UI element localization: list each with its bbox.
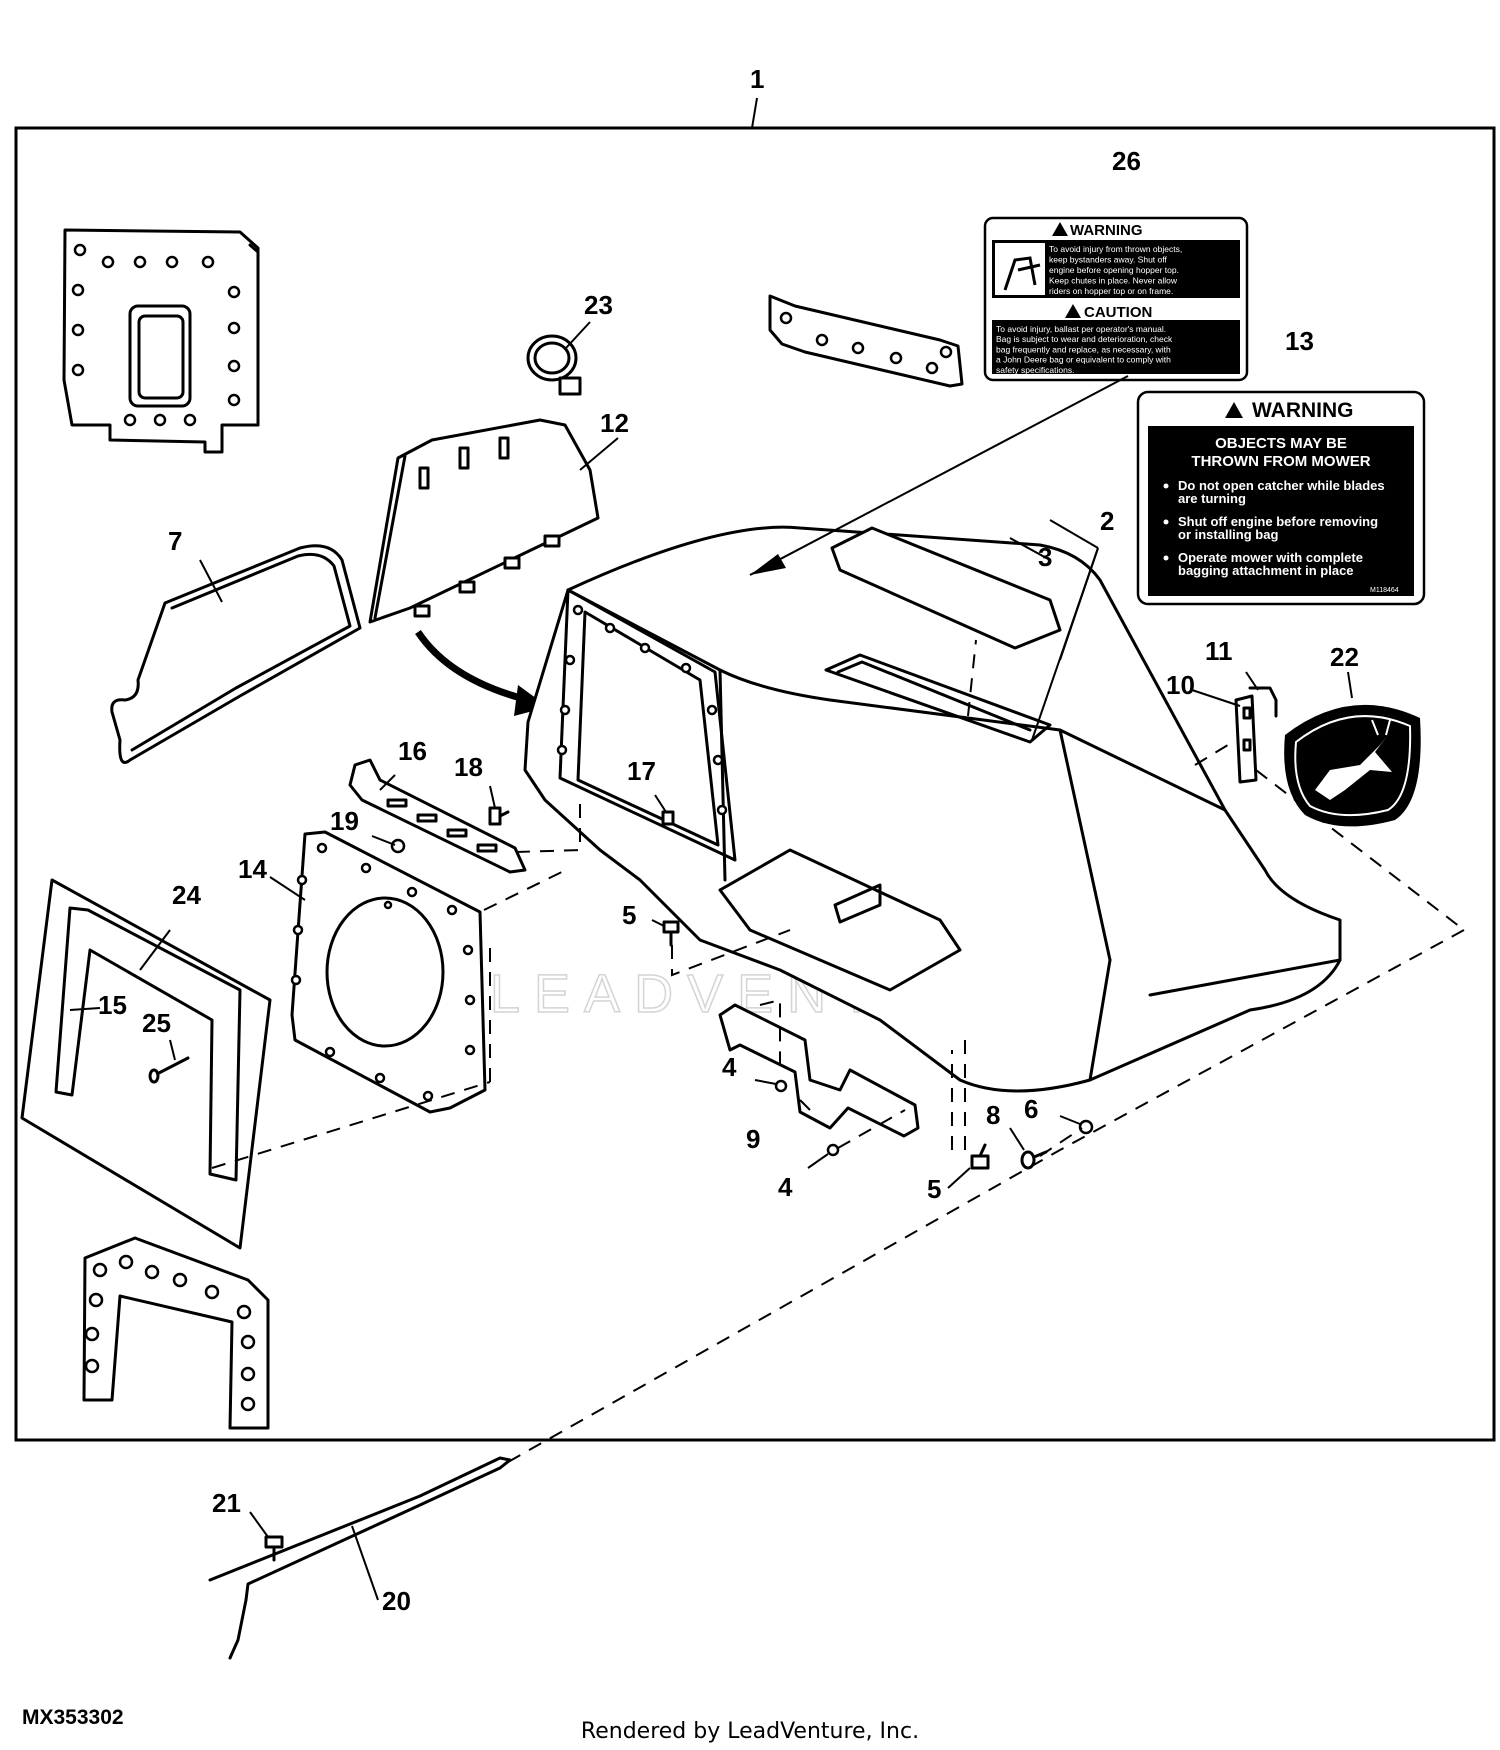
callout-5-upper: 5 [622, 900, 636, 930]
fastener-part-18 [488, 806, 510, 826]
cover-part-3 [830, 526, 1062, 650]
label-13-title-line: OBJECTS MAY BE [1215, 435, 1347, 452]
bracket-part-9 [718, 1003, 920, 1138]
label-13-bullet-dot [1163, 519, 1169, 525]
kit-frame [14, 126, 1496, 1442]
label-26-caution-line: To avoid injury, ballast per operator's … [996, 324, 1166, 334]
bolt-part-5-upper [662, 920, 680, 947]
callout-10: 10 [1166, 670, 1195, 700]
plate-part-14 [290, 830, 487, 1114]
washer-part-19 [390, 838, 406, 854]
fastener-part-21 [264, 1535, 284, 1562]
fastener-part-17 [661, 810, 675, 826]
nut-part-4-lower [826, 1143, 840, 1157]
clip-parts-10-11 [1234, 686, 1278, 784]
footer-credit: Rendered by LeadVenture, Inc. [580, 1719, 920, 1744]
bolt-part-5-lower [970, 1143, 990, 1170]
callout-19: 19 [330, 806, 359, 836]
callout-18: 18 [454, 752, 483, 782]
washer-part-6 [1078, 1119, 1094, 1135]
nut-part-4-upper [774, 1079, 788, 1093]
callout-21: 21 [212, 1488, 241, 1518]
callout-20: 20 [382, 1586, 411, 1616]
upper-gasket-panel [62, 228, 260, 454]
callout-24: 24 [172, 880, 201, 910]
label-13-bullet-line: bagging attachment in place [1178, 563, 1354, 578]
label-13-title-line: THROWN FROM MOWER [1191, 453, 1370, 470]
rod-part-20 [208, 1456, 512, 1660]
label-13-bullet-line: Shut off engine before removing [1178, 514, 1378, 529]
callout-11: 11 [1205, 636, 1233, 666]
callout-6: 6 [1024, 1094, 1038, 1124]
lower-gasket-panel [82, 1236, 270, 1430]
label-26-caution-line: safety specifications. [996, 365, 1074, 375]
callout-14: 14 [238, 854, 267, 884]
callout-4-lower: 4 [778, 1172, 793, 1202]
hopper-top-part-2 [523, 525, 1342, 1093]
label-13-bullet-line: Operate mower with complete [1178, 550, 1363, 565]
callout-15: 15 [98, 990, 127, 1020]
callout-25: 25 [142, 1008, 171, 1038]
label-13-bullet-dot [1163, 483, 1169, 489]
baffle-part-12 [368, 418, 600, 624]
callout-23: 23 [584, 290, 613, 320]
label-26-caution-line: bag frequently and replace, as necessary… [996, 344, 1171, 354]
rivet-part-25 [148, 1056, 190, 1084]
callout-17: 17 [627, 756, 656, 786]
label-26-caution-heading: CAUTION [1084, 304, 1152, 321]
callout-7: 7 [168, 526, 182, 556]
label-26-warning-line: To avoid injury from thrown objects, [1049, 244, 1182, 254]
warning-label-26: WARNING To avoid injury from thrown obje… [983, 216, 1249, 382]
label-13-bullet-line: Do not open catcher while blades [1178, 478, 1385, 493]
label-26-warning-line: riders on hopper top or on frame. [1049, 286, 1173, 296]
screen-part-24 [20, 878, 272, 1250]
callout-8: 8 [986, 1100, 1000, 1130]
strap-part-23 [526, 334, 582, 396]
label-26-warning-line: Keep chutes in place. Never allow [1049, 276, 1178, 286]
callout-16: 16 [398, 736, 427, 766]
callout-3: 3 [1038, 542, 1052, 572]
label-13-bullet-dot [1163, 555, 1169, 561]
label-13-bullet-line: are turning [1178, 491, 1246, 506]
label-26-warning-heading: WARNING [1070, 222, 1143, 239]
callout-26: 26 [1112, 146, 1141, 176]
callout-12: 12 [600, 408, 629, 438]
label-26-warning-line: keep bystanders away. Shut off [1049, 255, 1167, 265]
label-26-warning-line: engine before opening hopper top. [1049, 265, 1179, 275]
bracket-part-16 [348, 758, 527, 874]
label-13-heading: WARNING [1252, 399, 1354, 422]
callout-5-lower: 5 [927, 1174, 941, 1204]
callout-2: 2 [1100, 506, 1114, 536]
label-13-code: M118464 [1370, 587, 1399, 594]
callout-1: 1 [750, 64, 764, 94]
callout-22: 22 [1330, 642, 1359, 672]
callout-9: 9 [746, 1124, 760, 1154]
callout-4-upper: 4 [722, 1052, 737, 1082]
callout-13: 13 [1285, 326, 1314, 356]
curved-arrow [415, 630, 548, 716]
seal-part-7 [110, 544, 362, 764]
label-26-caution-line: a John Deere bag or equivalent to comply… [996, 355, 1171, 365]
john-deere-logo-part-22 [1284, 704, 1421, 827]
upper-strip-panel [768, 294, 964, 388]
label-26-caution-line: Bag is subject to wear and deterioration… [996, 334, 1173, 344]
figure-id: MX353302 [22, 1706, 124, 1729]
label-13-bullet-line: or installing bag [1178, 527, 1278, 542]
